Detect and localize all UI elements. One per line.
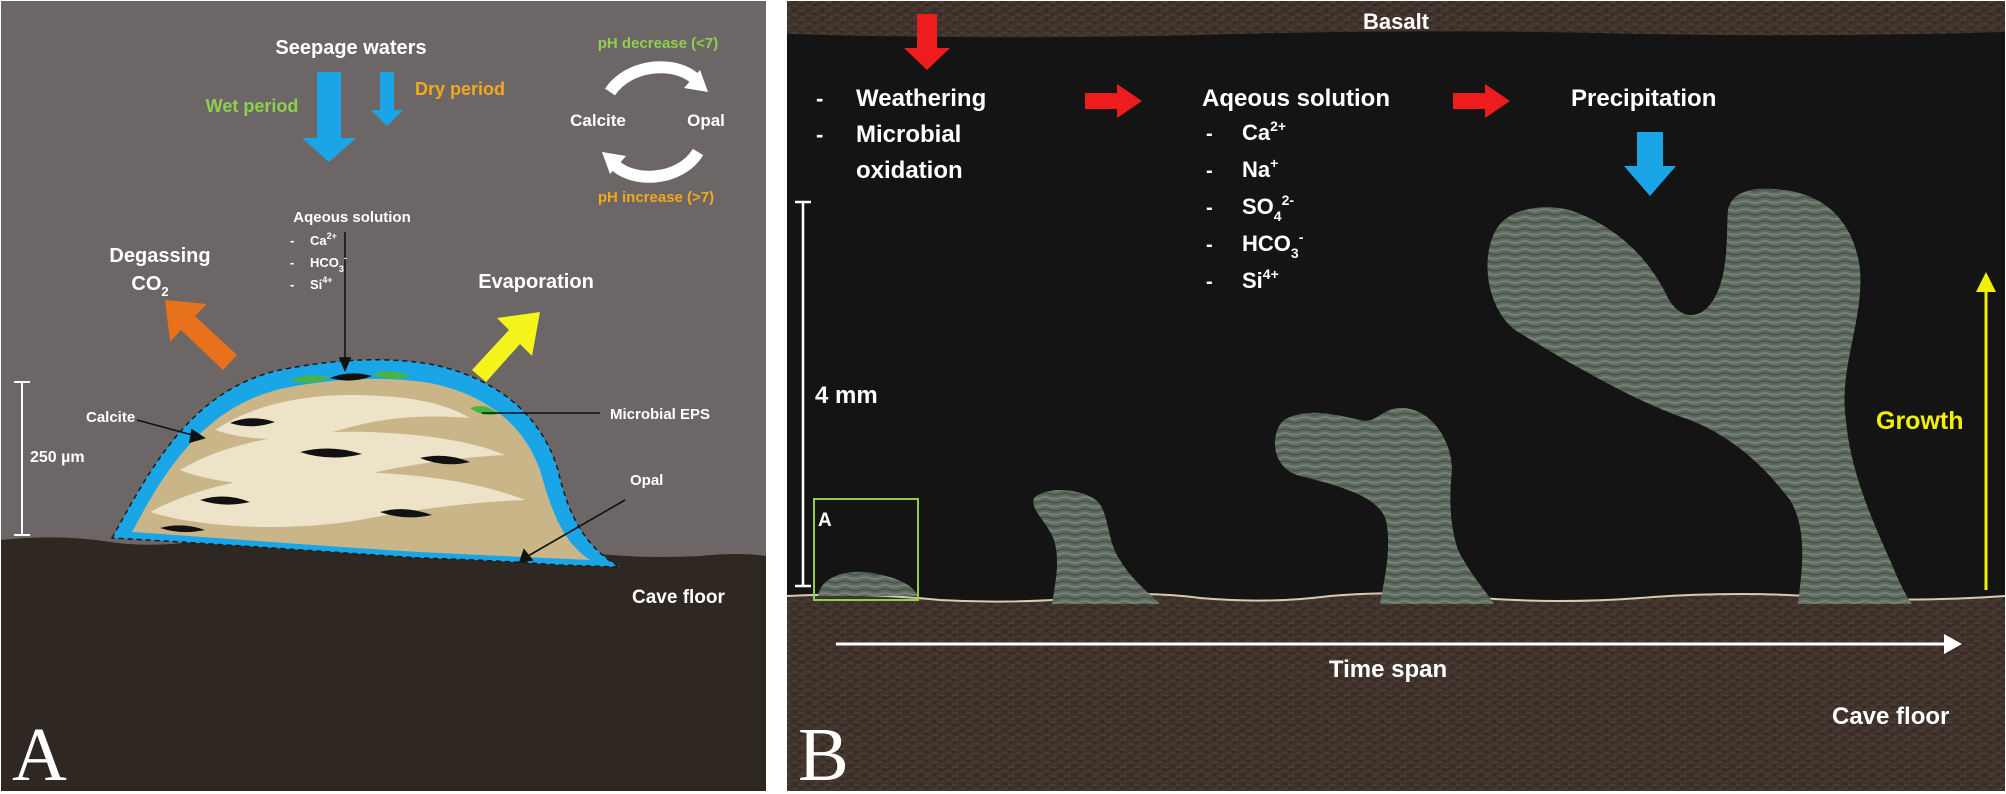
microbial-eps-1 — [330, 373, 372, 381]
panel-a-ion: Ca2+ — [310, 231, 337, 248]
panel-a-cave-floor-ground — [1, 533, 766, 791]
opal-leader-head — [518, 548, 534, 564]
panel-b-ion: Na+ — [1242, 155, 1278, 182]
basalt-label: Basalt — [1363, 9, 1430, 34]
microbial-mat-2 — [372, 371, 410, 379]
panel-a-ion: Si4+ — [310, 275, 333, 292]
opal-label: Opal — [630, 472, 663, 489]
cycle-arrow-top — [605, 61, 703, 96]
evaporation-label: Evaporation — [478, 271, 594, 293]
seepage-label: Seepage waters — [275, 37, 426, 59]
stromatolite-stage-3 — [1274, 407, 1494, 604]
flow-arrow-2 — [1453, 84, 1510, 118]
calcite-label: Calcite — [86, 409, 135, 426]
cycle-arrow-bottom-head — [602, 152, 626, 174]
microbial-label: Microbial — [856, 121, 961, 148]
growth-label: Growth — [1876, 407, 1964, 435]
stromatolite-stage-1 — [818, 571, 918, 596]
precipitation-arrow — [1624, 132, 1676, 196]
panel-b-ion-list: - Ca2+ - Na+ - SO42- - HCO3- - Si4+ — [1206, 118, 1304, 293]
panel-b-solution-title: Aqeous solution — [1202, 85, 1390, 112]
microbial-eps-3 — [300, 448, 362, 458]
solution-leader-head — [338, 357, 352, 373]
microbial-eps-label: Microbial EPS — [610, 406, 710, 423]
panel-a-cave-floor-label: Cave floor — [632, 587, 726, 608]
time-span-arrow — [836, 634, 1962, 654]
panel-b-ion: HCO3- — [1242, 229, 1304, 261]
panel-b: Basalt - Weathering - Microbial oxidatio… — [786, 1, 2006, 794]
ph-decrease-label: pH decrease (<7) — [598, 35, 718, 52]
ph-increase-label: pH increase (>7) — [598, 189, 714, 206]
panel-b-letter: B — [798, 713, 849, 794]
degassing-label: Degassing — [109, 245, 210, 267]
bullet-dash: - — [816, 86, 823, 111]
wet-period-label: Wet period — [206, 96, 299, 116]
bullet-dash: - — [816, 122, 823, 147]
panel-b-ion: Ca2+ — [1242, 118, 1286, 145]
basalt-down-arrow — [904, 14, 950, 70]
degassing-arrow — [165, 300, 237, 370]
panel-a-solution-title: Aqeous solution — [293, 209, 411, 226]
microbial-mat-1 — [290, 375, 330, 383]
calcite-leader-line — [136, 419, 197, 437]
cycle-calcite-label: Calcite — [570, 111, 626, 130]
weathering-label: Weathering — [856, 85, 986, 112]
inset-box — [813, 498, 919, 601]
floor-edge — [786, 592, 2006, 603]
microbial-eps-4 — [420, 455, 470, 465]
panel-b-ion: SO42- — [1242, 192, 1294, 224]
calcite-lamina-3 — [150, 471, 525, 527]
stromatolite-stage-2 — [1033, 489, 1160, 604]
dry-period-arrow — [371, 72, 403, 126]
microbial-eps-5 — [200, 496, 250, 505]
co2-label: CO2 — [131, 273, 168, 299]
stromatolite-stage-4 — [1487, 188, 1912, 604]
dry-period-label: Dry period — [415, 79, 505, 99]
panel-b-cave-floor-label: Cave floor — [1832, 703, 1949, 730]
panel-a-letter: A — [12, 713, 67, 794]
cycle-arrow-top-head — [684, 70, 708, 92]
precipitation-label: Precipitation — [1571, 85, 1716, 112]
time-span-label: Time span — [1329, 656, 1447, 683]
ion-dash: - — [1206, 234, 1213, 256]
panel-b-scale-label: 4 mm — [815, 382, 878, 409]
microbial-eps-2 — [230, 418, 275, 427]
inset-letter: A — [818, 510, 832, 531]
panel-b-ion: Si4+ — [1242, 266, 1279, 293]
cycle-arrow-bottom — [607, 148, 704, 183]
ion-dash: - — [1206, 160, 1213, 182]
flow-arrow-1 — [1085, 84, 1142, 118]
evaporation-arrow — [472, 312, 540, 382]
panel-a-scale-bar — [14, 381, 30, 536]
panel-a-ion-list: - Ca2+ - HCO3- - Si4+ — [290, 231, 347, 292]
opal-leader-line — [527, 499, 626, 557]
ion-dash: - — [1206, 197, 1213, 219]
ion-dash: - — [1206, 123, 1213, 145]
cycle-opal-label: Opal — [687, 111, 725, 130]
panel-b-cave-floor-ground — [787, 593, 2005, 791]
calcite-lamina-1 — [215, 395, 470, 439]
wet-period-arrow — [302, 72, 356, 162]
basalt-band — [787, 1, 2005, 38]
oxidation-label: oxidation — [856, 157, 963, 184]
ion-dash: - — [290, 233, 294, 248]
panel-a-ion: HCO3- — [310, 253, 347, 274]
panel-a-scale-label: 250 µm — [30, 449, 85, 466]
panel-a: Seepage waters Wet period Dry period pH … — [1, 1, 766, 794]
ion-dash: - — [1206, 271, 1213, 293]
growth-arrow — [1976, 272, 1996, 590]
calcite-leader-head — [189, 428, 206, 444]
microbial-eps-7 — [160, 525, 205, 533]
ion-dash: - — [290, 255, 294, 270]
microbial-eps-6 — [380, 509, 432, 518]
ion-dash: - — [290, 277, 294, 292]
panel-b-scale-bar — [795, 200, 811, 588]
calcite-lamina-2 — [180, 431, 505, 485]
